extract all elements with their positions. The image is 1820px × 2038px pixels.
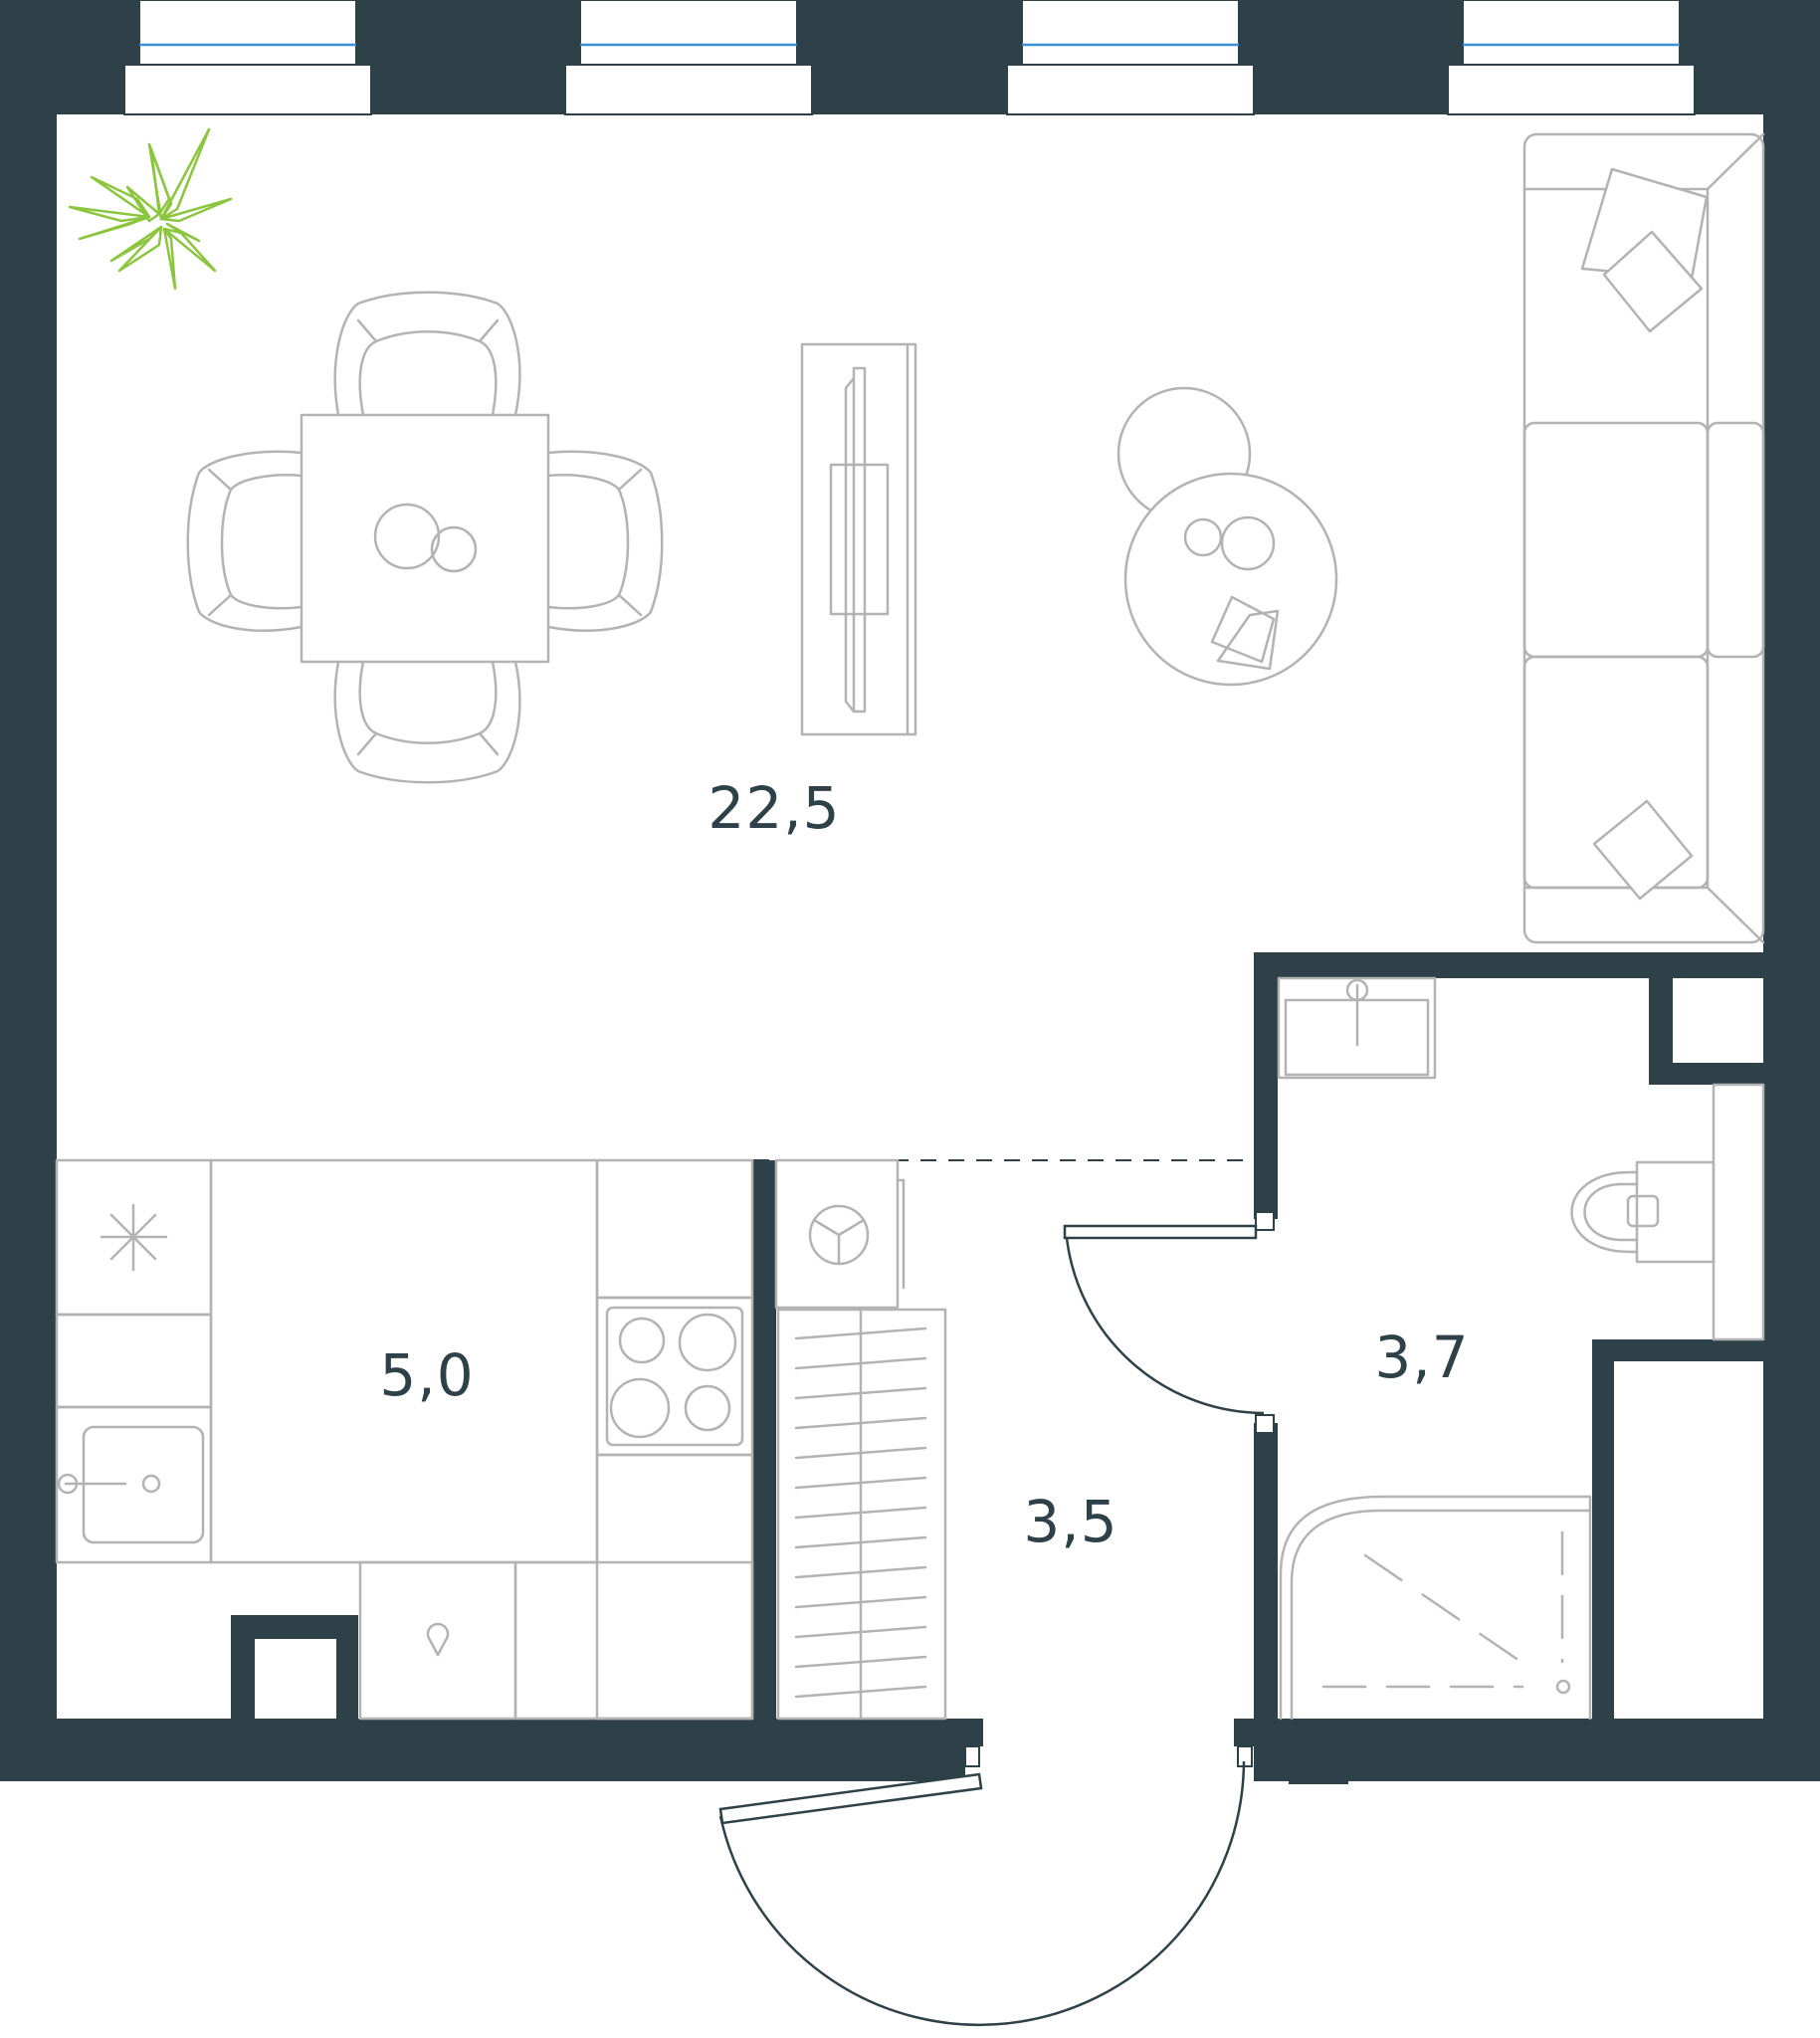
window-2 — [564, 0, 813, 115]
wall-bottom-right — [1254, 1719, 1820, 1781]
area-labels: 22,5 5,0 3,5 3,7 — [379, 774, 1469, 1555]
doors — [718, 1211, 1275, 2027]
wardrobe — [776, 1308, 947, 1721]
chair-bottom — [333, 660, 521, 784]
wall-right — [1763, 114, 1820, 1781]
chair-left — [186, 450, 303, 632]
wall-kitchen-hall — [752, 1160, 776, 1719]
wall-bathroom-top — [1254, 952, 1763, 978]
dining-set — [186, 291, 664, 784]
washbasin-icon — [1277, 976, 1437, 1080]
area-label-living-room: 22,5 — [708, 774, 840, 842]
dining-table — [300, 413, 550, 664]
dishwasher-icon — [426, 1622, 450, 1657]
tv-stand — [800, 342, 917, 736]
cooktop-icon — [595, 1296, 754, 1457]
entrance-door — [718, 1745, 1253, 2027]
toilet-icon — [1570, 1083, 1765, 1341]
bathroom-door — [1063, 1211, 1275, 1434]
area-label-kitchen: 5,0 — [379, 1341, 474, 1409]
plant-icon — [68, 127, 233, 291]
area-label-hallway: 3,5 — [1023, 1488, 1117, 1555]
wall-bottom-left — [0, 1719, 965, 1781]
wall-left — [0, 114, 57, 1781]
window-1 — [123, 0, 372, 115]
coffee-table — [1116, 386, 1338, 687]
walls — [0, 0, 1820, 1784]
water-heater-icon — [774, 1158, 906, 1310]
sink-icon — [57, 1425, 205, 1544]
kitchen-units — [55, 1158, 754, 1721]
fridge-icon — [100, 1203, 168, 1272]
area-label-bathroom: 3,7 — [1374, 1324, 1469, 1391]
sofa — [1522, 132, 1765, 944]
window-3 — [1006, 0, 1255, 115]
window-4 — [1447, 0, 1696, 115]
wall-bathroom-left-upper — [1254, 952, 1278, 1219]
hallway-units — [774, 1158, 947, 1721]
chair-top — [333, 291, 521, 417]
wall-bathroom-left-lower — [1254, 1423, 1278, 1719]
chair-right — [546, 450, 664, 632]
bathroom-units — [1277, 976, 1765, 1721]
shower-icon — [1279, 1495, 1592, 1721]
